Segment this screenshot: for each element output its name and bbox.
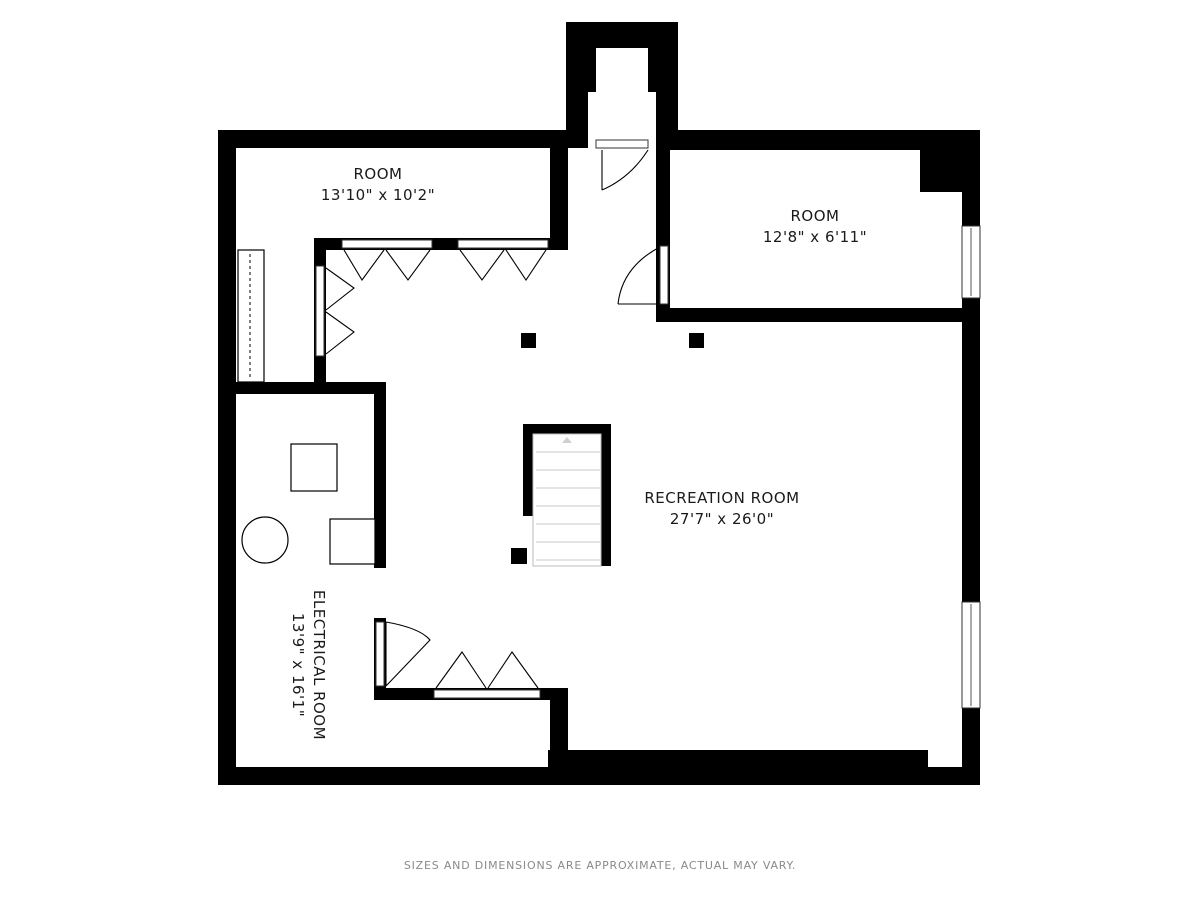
electrical-room-name: ELECTRICAL ROOM bbox=[310, 589, 328, 741]
door-electrical bbox=[375, 621, 431, 687]
room-1-label: ROOM 13'10" x 10'2" bbox=[300, 164, 456, 206]
staircase bbox=[511, 424, 611, 567]
room-2-label: ROOM 12'8" x 6'11" bbox=[740, 206, 890, 248]
doors bbox=[315, 139, 669, 699]
panel-box bbox=[290, 443, 338, 492]
recreation-room-name: RECREATION ROOM bbox=[644, 489, 800, 507]
door-room-2 bbox=[617, 245, 669, 305]
stair-arrow-icon bbox=[562, 437, 572, 443]
room-1-dimensions: 13'10" x 10'2" bbox=[320, 186, 436, 204]
closet-doors-bottom bbox=[433, 651, 541, 699]
recreation-room-label: RECREATION ROOM 27'7" x 26'0" bbox=[622, 488, 822, 530]
windows bbox=[961, 225, 981, 709]
room-2-dimensions: 12'8" x 6'11" bbox=[762, 228, 868, 246]
electrical-room-label: ELECTRICAL ROOM 13'9" x 16'1" bbox=[287, 585, 329, 745]
structural-fixtures bbox=[511, 333, 704, 567]
column-right bbox=[689, 333, 704, 348]
electrical-room-dimensions: 13'9" x 16'1" bbox=[289, 612, 307, 718]
closet-doors-top bbox=[341, 239, 549, 281]
water-heater bbox=[241, 516, 289, 564]
closet-doors-left bbox=[315, 265, 355, 357]
door-vestibule bbox=[595, 139, 649, 191]
electrical-fixtures bbox=[241, 443, 376, 565]
room-2-name: ROOM bbox=[790, 207, 840, 225]
outer-walls bbox=[218, 22, 980, 785]
recreation-room-dimensions: 27'7" x 26'0" bbox=[669, 510, 775, 528]
closet-shelf bbox=[237, 249, 265, 383]
room-1-name: ROOM bbox=[353, 165, 403, 183]
furnace-box bbox=[329, 518, 376, 565]
column-left bbox=[521, 333, 536, 348]
disclaimer-note: SIZES AND DIMENSIONS ARE APPROXIMATE, AC… bbox=[403, 859, 797, 872]
